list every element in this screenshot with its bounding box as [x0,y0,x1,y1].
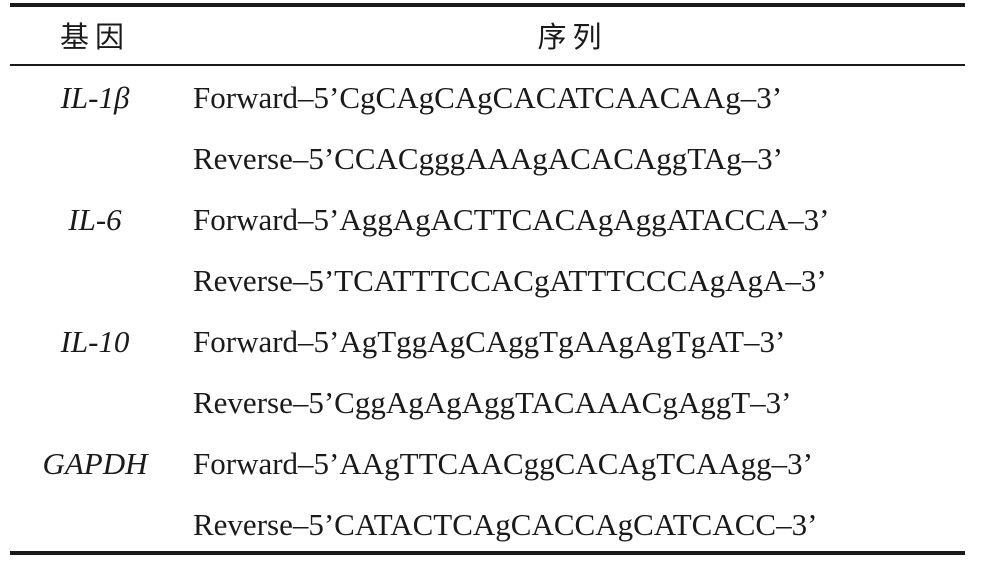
table-top-rule [10,3,965,7]
primer-sequence: Forward–5’AgTggAgCAggTgAAgAgTgAT–3’ [193,324,786,359]
primer-sequence: Forward–5’AAgTTCAACggCACAgTCAAgg–3’ [193,446,813,481]
primer-sequence: Reverse–5’TCATTTCCACgATTTCCCAgAgA–3’ [193,263,827,298]
table-row: GAPDH Forward–5’AAgTTCAACggCACAgTCAAgg–3… [10,433,965,494]
primer-sequence: Reverse–5’CATACTCAgCACCAgCATCACC–3’ [193,507,818,542]
primer-sequence: Reverse–5’CCACgggAAAgACACAggTAg–3’ [193,141,783,176]
table-row: Reverse–5’CCACgggAAAgACACAggTAg–3’ [10,128,965,189]
table-row: IL-6 Forward–5’AggAgACTTCACAgAggATACCA–3… [10,189,965,250]
table-bottom-rule [10,551,965,555]
gene-name: IL-6 [68,202,122,237]
gene-name: GAPDH [42,446,148,481]
table-row: Reverse–5’CggAgAgAggTACAAACgAggT–3’ [10,372,965,433]
primer-table: 基因 序列 IL-1β Forward–5’CgCAgCAgCACATCAACA… [10,0,965,564]
table-row: Reverse–5’CATACTCAgCACCAgCATCACC–3’ [10,494,965,555]
primer-sequence: Forward–5’AggAgACTTCACAgAggATACCA–3’ [193,202,830,237]
gene-name [10,494,180,555]
table-header-rule [10,64,965,66]
table-row: IL-10 Forward–5’AgTggAgCAggTgAAgAgTgAT–3… [10,311,965,372]
table-row: Reverse–5’TCATTTCCACgATTTCCCAgAgA–3’ [10,250,965,311]
gene-name [10,250,180,311]
header-sequence: 序列 [537,20,608,54]
gene-name [10,128,180,189]
primer-sequence: Reverse–5’CggAgAgAggTACAAACgAggT–3’ [193,385,792,420]
header-gene: 基因 [59,20,130,54]
table-row: IL-1β Forward–5’CgCAgCAgCACATCAACAAg–3’ [10,67,965,128]
primer-sequence: Forward–5’CgCAgCAgCACATCAACAAg–3’ [193,80,783,115]
gene-name: IL-10 [60,324,130,359]
gene-name [10,372,180,433]
gene-name: IL-1β [60,80,130,115]
